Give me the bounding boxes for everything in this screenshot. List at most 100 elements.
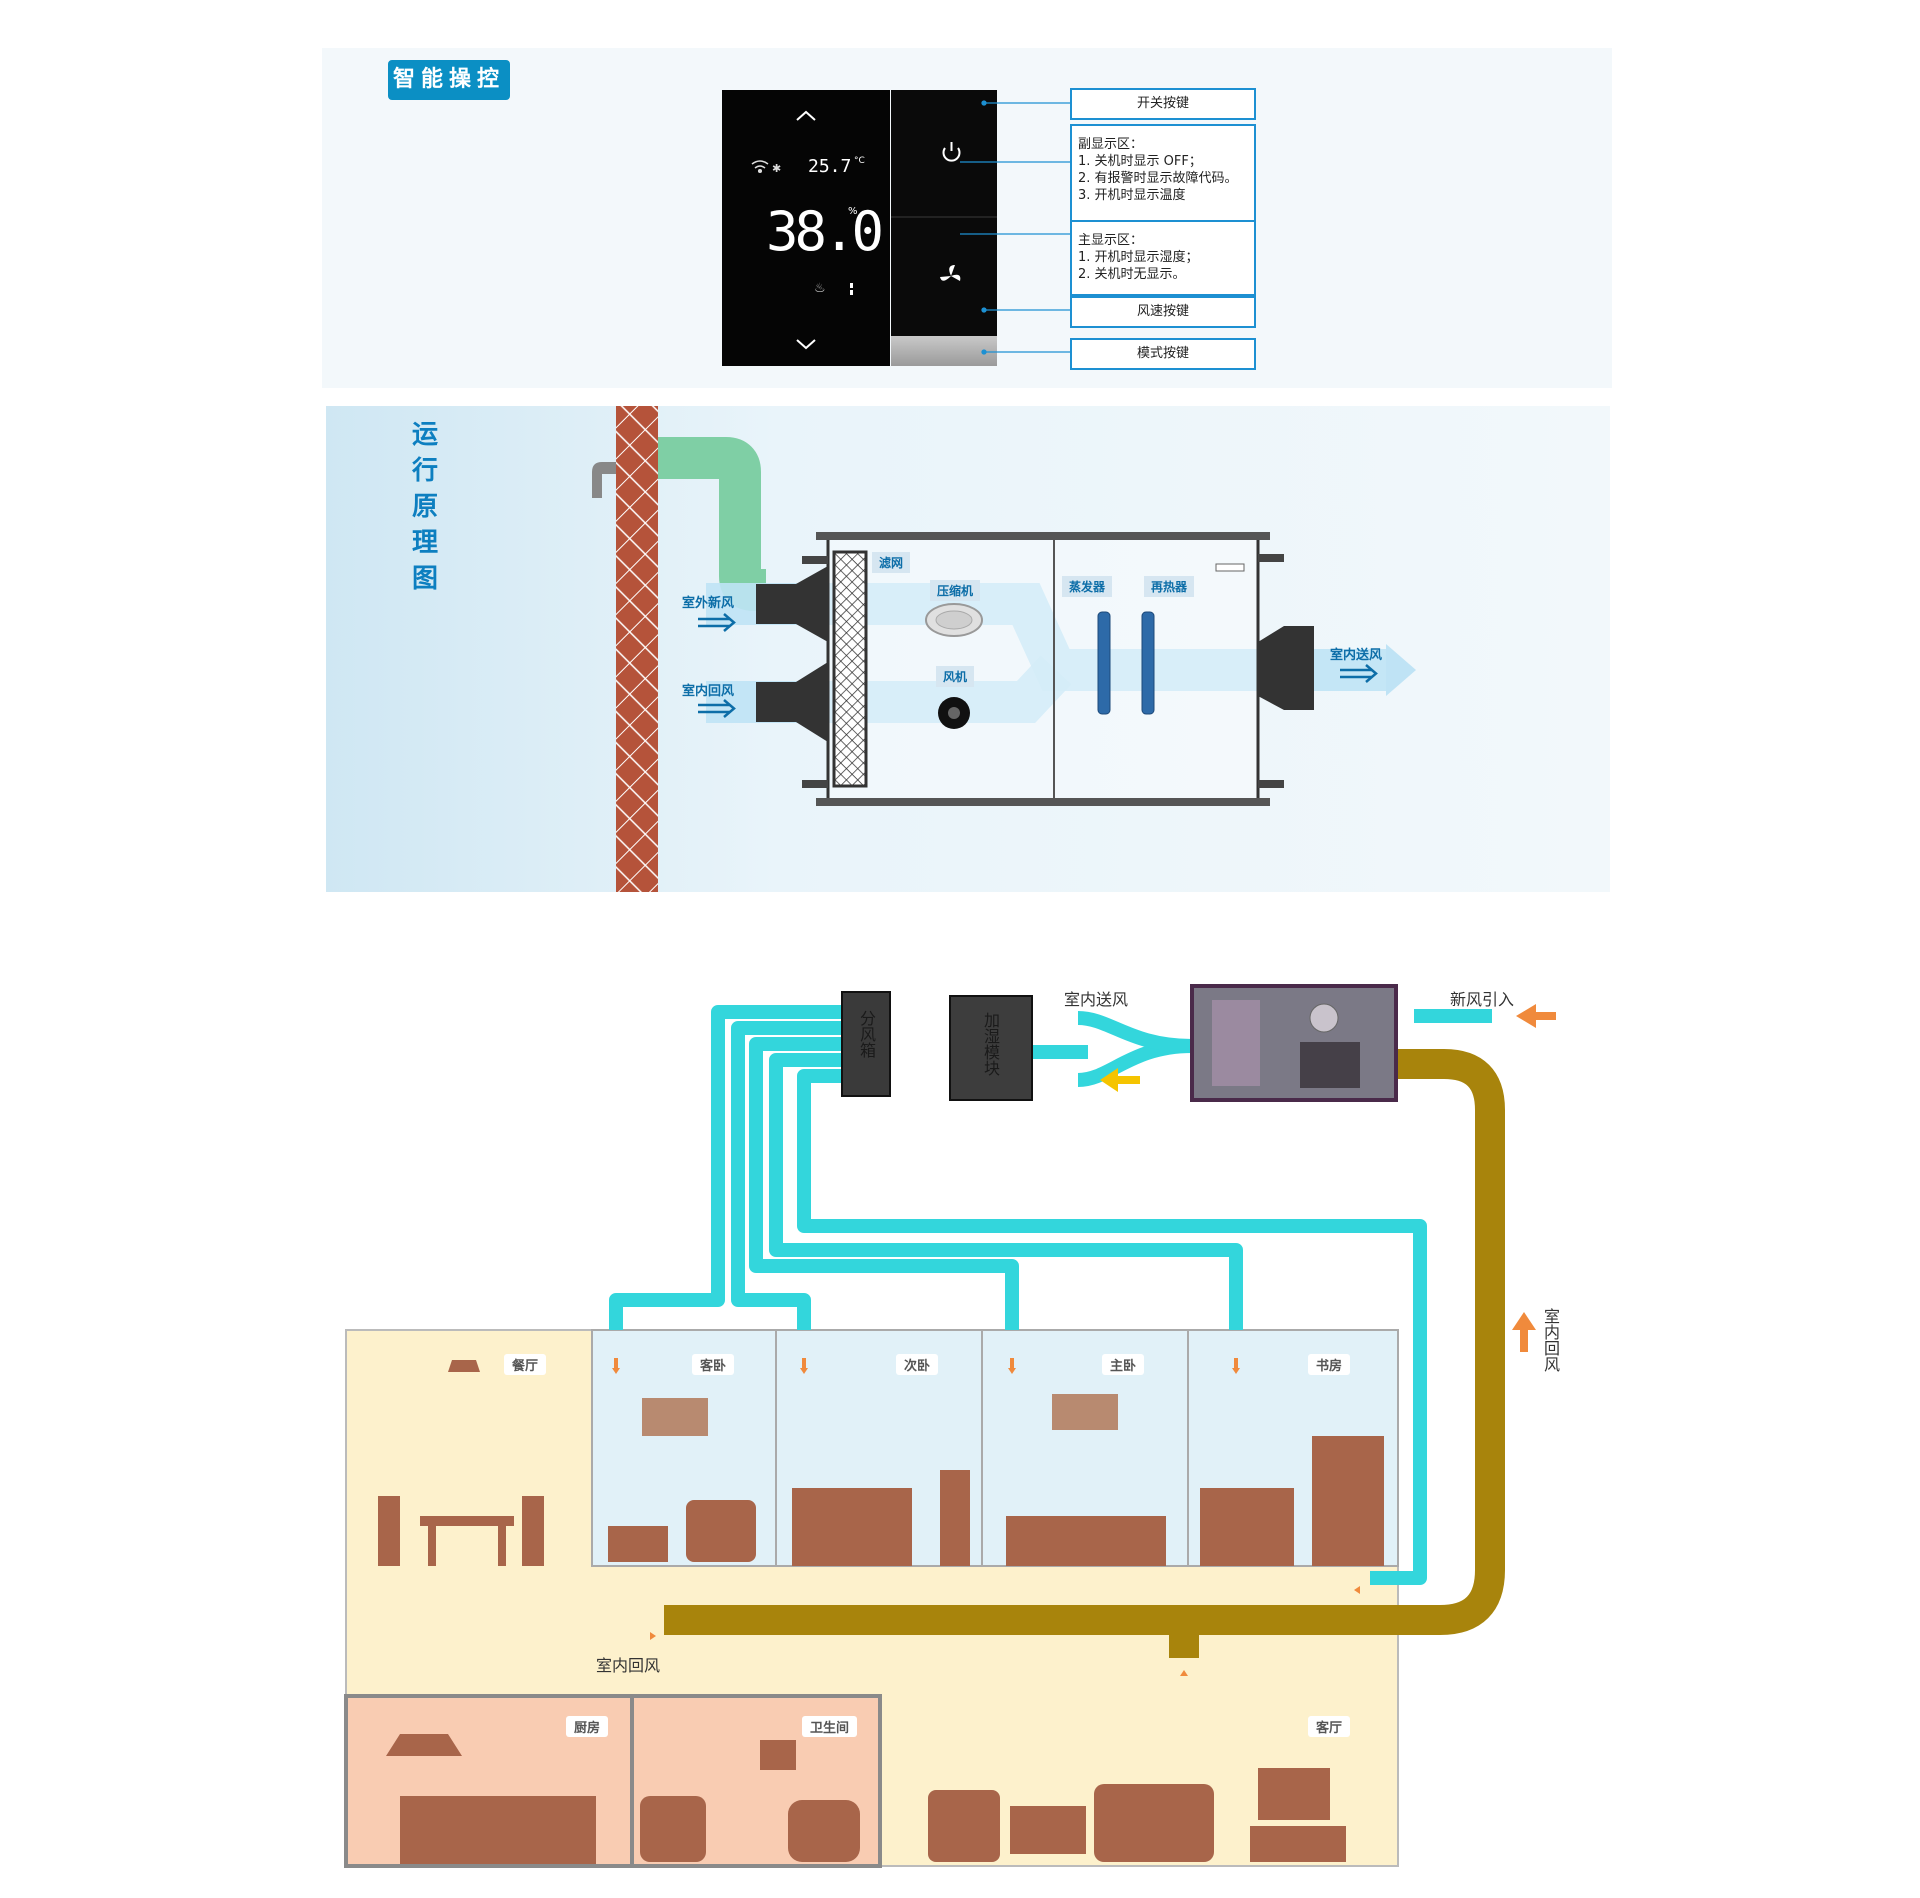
tv-icon bbox=[1258, 1768, 1330, 1820]
down-arrow-icon[interactable] bbox=[796, 339, 816, 350]
label-fan: 风机 bbox=[936, 666, 975, 687]
brick-wall bbox=[616, 406, 658, 892]
mount-bracket bbox=[802, 780, 828, 788]
unit-gauge bbox=[1309, 1003, 1339, 1033]
sub-display-value: 25.7 bbox=[808, 156, 852, 177]
principle-title: 运行原理图 bbox=[402, 420, 442, 600]
bed-icon bbox=[792, 1488, 912, 1566]
callout-sub-line: 3. 开机时显示温度 bbox=[1078, 188, 1186, 203]
label-indoor-return-air: 室内回风 bbox=[682, 684, 735, 699]
unit-coil bbox=[1212, 1000, 1260, 1086]
humidifier-module bbox=[949, 995, 1033, 1101]
coffee-table-icon bbox=[1010, 1806, 1086, 1854]
room-tag-master-bedroom: 主卧 bbox=[1102, 1354, 1145, 1375]
evaporator-coil bbox=[1097, 611, 1111, 715]
callout-power-key: 开关按键 bbox=[1070, 88, 1256, 120]
mount-bracket bbox=[1258, 780, 1284, 788]
range-hood-icon bbox=[386, 1734, 462, 1756]
pendant-lamp-icon bbox=[448, 1360, 480, 1372]
wardrobe-icon bbox=[1312, 1436, 1384, 1566]
callout-sub-line: 2. 有报警时显示故障代码。 bbox=[1078, 171, 1238, 186]
room-tag-study: 书房 bbox=[1308, 1354, 1351, 1375]
flame-icon: ♨ bbox=[814, 281, 826, 296]
rain-hood bbox=[592, 462, 616, 498]
filter-mesh bbox=[832, 550, 868, 788]
armchair-icon bbox=[686, 1500, 756, 1562]
label-indoor-supply-air-top: 室内送风 bbox=[1064, 990, 1129, 1009]
tv-cabinet-icon bbox=[608, 1526, 668, 1562]
callout-main-line: 1. 开机时显示湿度； bbox=[1078, 250, 1199, 265]
chair-icon bbox=[522, 1496, 544, 1566]
supply-air-outlet bbox=[1258, 626, 1314, 710]
splitter-box bbox=[841, 991, 891, 1097]
panel-divider bbox=[891, 216, 997, 218]
label-evaporator: 蒸发器 bbox=[1062, 576, 1113, 597]
room-tag-dining: 餐厅 bbox=[504, 1354, 547, 1375]
mode-key-strip[interactable] bbox=[891, 336, 997, 366]
sub-display-unit: °C bbox=[854, 156, 865, 166]
main-display-unit: % bbox=[848, 206, 858, 217]
room-tag-kitchen: 厨房 bbox=[566, 1716, 609, 1737]
label-humidifier-module-text: 加湿模块 bbox=[981, 1012, 1000, 1076]
orange-arrow-icon bbox=[1512, 1312, 1536, 1352]
label-humidifier-module: 加湿模块 bbox=[980, 1012, 1000, 1080]
callout-main-line: 2. 关机时无显示。 bbox=[1078, 267, 1186, 282]
fan-blower-hub bbox=[948, 707, 960, 719]
level-bar bbox=[850, 290, 853, 295]
label-filter: 滤网 bbox=[872, 552, 911, 573]
main-display-value: 38.0 bbox=[766, 200, 884, 263]
label-indoor-supply-air: 室内送风 bbox=[1330, 648, 1383, 663]
airflow-arrowhead bbox=[1386, 644, 1416, 696]
callout-sub-title: 副显示区： bbox=[1078, 137, 1144, 152]
label-splitter-box: 分风箱 bbox=[856, 1010, 876, 1062]
up-arrow-icon[interactable] bbox=[796, 110, 816, 121]
fresh-air-inlet bbox=[756, 566, 828, 642]
port-cap bbox=[1215, 563, 1245, 572]
bathtub-icon bbox=[788, 1800, 860, 1862]
room-tag-bathroom: 卫生间 bbox=[802, 1716, 858, 1737]
label-return-air-vertical-text: 室内回风 bbox=[1541, 1308, 1560, 1372]
return-duct bbox=[664, 1049, 1505, 1658]
label-return-air-vertical: 室内回风 bbox=[1540, 1308, 1560, 1376]
power-icon[interactable] bbox=[942, 142, 961, 162]
kitchen-cabinet-icon bbox=[400, 1796, 596, 1864]
sofa-icon bbox=[1094, 1784, 1214, 1862]
return-air-inlet bbox=[756, 662, 828, 742]
wifi-icon bbox=[751, 160, 769, 174]
unit-bottom-flange bbox=[816, 798, 1270, 806]
label-splitter-box-text: 分风箱 bbox=[857, 1010, 876, 1058]
double-bed-icon bbox=[1006, 1516, 1166, 1566]
fan-icon[interactable] bbox=[940, 265, 961, 281]
room-tag-guest-bedroom: 客卧 bbox=[692, 1354, 735, 1375]
callout-mode-key: 模式按键 bbox=[1070, 338, 1256, 370]
room-down-arrows bbox=[612, 1358, 1360, 1676]
toilet-icon bbox=[640, 1796, 706, 1862]
principle-title-text: 运行原理图 bbox=[407, 420, 438, 600]
mount-bracket bbox=[802, 556, 828, 564]
wall-picture-icon bbox=[642, 1398, 708, 1436]
mount-bracket bbox=[1258, 554, 1284, 562]
smart-control-badge: 智能操控 bbox=[388, 60, 510, 100]
bluetooth-icon: ✱ bbox=[772, 162, 781, 175]
callout-main-display: 主显示区： 1. 开机时显示湿度； 2. 关机时无显示。 bbox=[1070, 220, 1256, 296]
room-tag-second-bedroom: 次卧 bbox=[896, 1354, 939, 1375]
wall-picture-icon bbox=[1052, 1394, 1118, 1430]
tv-stand-icon bbox=[1250, 1826, 1346, 1862]
compressor-shape bbox=[935, 610, 973, 630]
armchair-icon bbox=[928, 1790, 1000, 1862]
label-reheater: 再热器 bbox=[1144, 576, 1195, 597]
dining-table-icon bbox=[420, 1516, 514, 1526]
double-arrow-icon bbox=[698, 613, 736, 632]
water-heater-icon bbox=[760, 1740, 796, 1770]
controller-glyphs: ✱ ♨ bbox=[751, 110, 961, 350]
callout-leader-lines bbox=[960, 100, 1070, 355]
room-tag-living: 客厅 bbox=[1308, 1716, 1351, 1737]
controller-button-panel bbox=[891, 90, 997, 366]
supply-ducts bbox=[609, 1005, 1492, 1585]
principle-section bbox=[326, 406, 1610, 892]
nightstand-lamp-icon bbox=[940, 1470, 970, 1566]
label-compressor: 压缩机 bbox=[930, 580, 981, 601]
furniture bbox=[378, 1360, 1384, 1864]
desk-icon bbox=[1200, 1488, 1294, 1566]
